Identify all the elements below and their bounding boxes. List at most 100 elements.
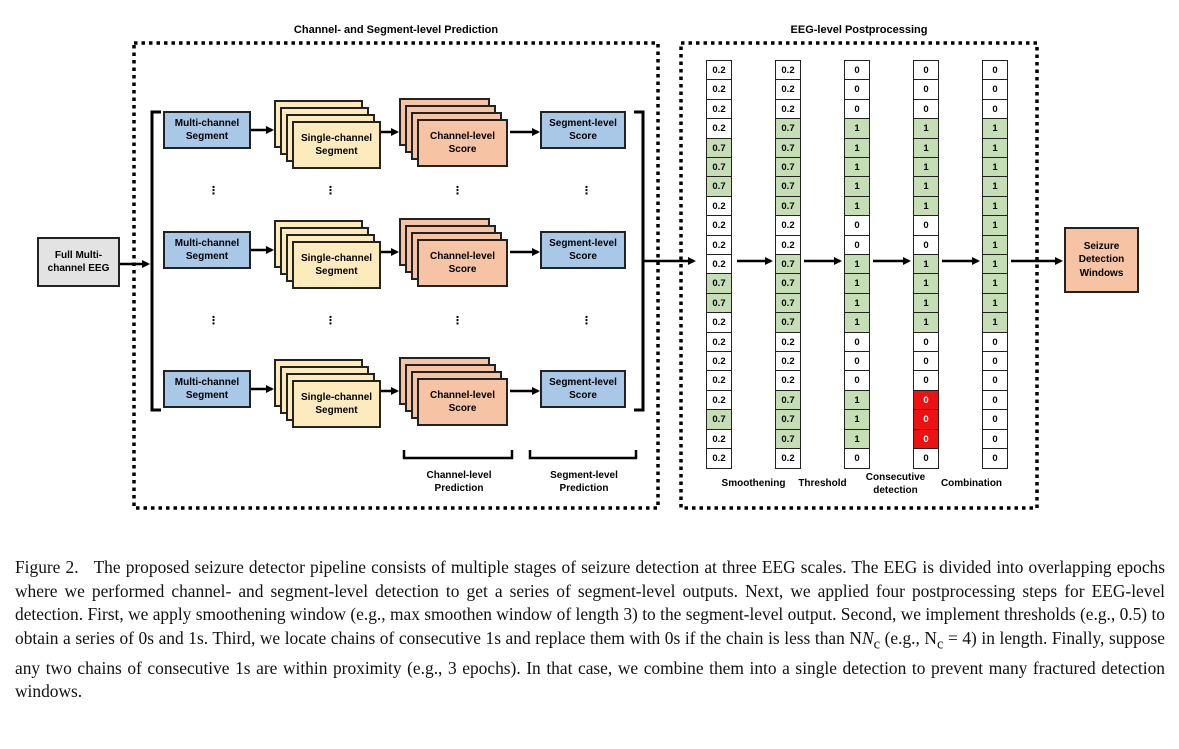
score-cell: 0	[982, 370, 1008, 392]
score-cell: 0	[982, 60, 1008, 81]
input-eeg-box: Full Multi-channel EEG	[37, 237, 120, 287]
score-cell: 1	[982, 273, 1008, 295]
score-cell: 1	[982, 157, 1008, 178]
score-cell: 1	[844, 409, 870, 431]
score-cell: 0.2	[706, 448, 732, 469]
score-cell: 1	[844, 157, 870, 178]
score-cell: 0	[982, 351, 1008, 372]
ellipsis-mark: ⋮	[452, 315, 463, 327]
caption-var: N	[861, 627, 874, 648]
score-cell: 0.2	[706, 428, 732, 450]
score-cell: 1	[844, 292, 870, 314]
channel-prediction-brace	[402, 450, 514, 460]
multichannel-segment-box: Multi-channel Segment	[163, 231, 251, 269]
score-cell: 0.7	[775, 195, 801, 217]
score-cell: 1	[982, 312, 1008, 334]
score-cell: 0.7	[706, 157, 732, 178]
col-label-threshold: Threshold	[798, 478, 847, 489]
score-cell: 1	[913, 292, 939, 314]
col-label-consecutive: Consecutive detection	[865, 472, 926, 496]
score-cell: 0	[913, 428, 939, 450]
score-cell: 0.7	[775, 312, 801, 334]
score-cell: 0	[844, 448, 870, 469]
score-cell: 1	[982, 176, 1008, 198]
caption-text: The proposed seizure detector pipeline c…	[15, 557, 1166, 648]
score-cell: 0	[982, 79, 1008, 101]
segment-prediction-brace	[528, 450, 638, 460]
score-cell: 0	[913, 351, 939, 372]
score-cell: 0.2	[706, 331, 732, 353]
score-cell: 0	[982, 428, 1008, 450]
score-cell: 1	[913, 312, 939, 334]
score-cell: 0	[913, 234, 939, 256]
score-cell: 0.2	[706, 215, 732, 237]
score-cell: 0.7	[775, 409, 801, 431]
score-cell: 0	[844, 370, 870, 392]
score-cell: 0.2	[706, 234, 732, 256]
segment-level-score-box: Segment-level Score	[540, 231, 626, 269]
score-cell: 0.7	[706, 137, 732, 159]
score-cell: 1	[913, 195, 939, 217]
score-cell: 0.2	[775, 448, 801, 469]
single-channel-segment-box: Single-channel Segment	[292, 241, 381, 289]
score-cell: 0	[844, 79, 870, 101]
channel-level-score-box: Channel-level Score	[417, 378, 508, 426]
score-cell: 0.2	[775, 98, 801, 120]
score-cell: 0.7	[775, 389, 801, 411]
score-cell: 0.2	[775, 215, 801, 237]
score-cell: 0	[913, 79, 939, 101]
caption-sub: c	[873, 636, 881, 653]
score-cell: 0.7	[706, 292, 732, 314]
channel-level-score-box: Channel-level Score	[417, 239, 508, 287]
section-left-title: Channel- and Segment-level Prediction	[293, 24, 499, 36]
segment-level-score-box: Segment-level Score	[540, 370, 626, 408]
right-brace	[634, 110, 645, 412]
score-cell: 0.2	[706, 312, 732, 334]
score-cell: 0.7	[706, 273, 732, 295]
section-right-title: EEG-level Postprocessing	[790, 24, 928, 36]
score-cell: 1	[844, 254, 870, 275]
score-cell: 0.2	[706, 351, 732, 372]
score-cell: 0	[844, 215, 870, 237]
channel-level-score-box: Channel-level Score	[417, 119, 508, 167]
score-cell: 0.7	[775, 254, 801, 275]
score-cell: 0.7	[775, 157, 801, 178]
score-cell: 0.2	[775, 234, 801, 256]
score-cell: 0.2	[706, 118, 732, 140]
diagram-connectors	[120, 41, 1063, 510]
multichannel-segment-box: Multi-channel Segment	[163, 370, 251, 408]
score-cell: 0.2	[706, 60, 732, 81]
figure-caption: Figure 2. The proposed seizure detector …	[15, 556, 1165, 704]
score-cell: 0	[844, 60, 870, 81]
score-cell: 0	[982, 331, 1008, 353]
score-cell: 0.2	[706, 79, 732, 101]
score-cell: 0.7	[706, 176, 732, 198]
score-cell: 0.2	[706, 254, 732, 275]
score-cell: 0.2	[706, 370, 732, 392]
pipeline-diagram: Channel- and Segment-level Prediction EE…	[37, 24, 1139, 510]
score-cell: 0.7	[775, 292, 801, 314]
score-cell: 0.2	[706, 389, 732, 411]
caption-label: Figure 2.	[15, 557, 79, 577]
multichannel-segment-box: Multi-channel Segment	[163, 111, 251, 149]
left-brace	[150, 110, 161, 412]
score-cell: 0.7	[706, 409, 732, 431]
score-cell: 0	[844, 234, 870, 256]
score-cell: 1	[982, 234, 1008, 256]
score-cell: 1	[982, 137, 1008, 159]
ellipsis-mark: ⋮	[208, 315, 219, 327]
score-cell: 0.7	[775, 428, 801, 450]
score-cell: 0.2	[775, 370, 801, 392]
score-cell: 0	[913, 389, 939, 411]
segment-level-score-box: Segment-level Score	[540, 111, 626, 149]
score-cell: 1	[844, 176, 870, 198]
col-label-smoothening: Smoothening	[721, 478, 786, 489]
score-cell: 0	[982, 448, 1008, 469]
score-cell: 0	[913, 60, 939, 81]
score-cell: 0	[913, 98, 939, 120]
score-cell: 1	[913, 273, 939, 295]
score-cell: 0.7	[775, 273, 801, 295]
score-cell: 1	[844, 195, 870, 217]
score-cell: 0	[844, 98, 870, 120]
seizure-detection-windows-box: Seizure Detection Windows	[1064, 227, 1139, 293]
